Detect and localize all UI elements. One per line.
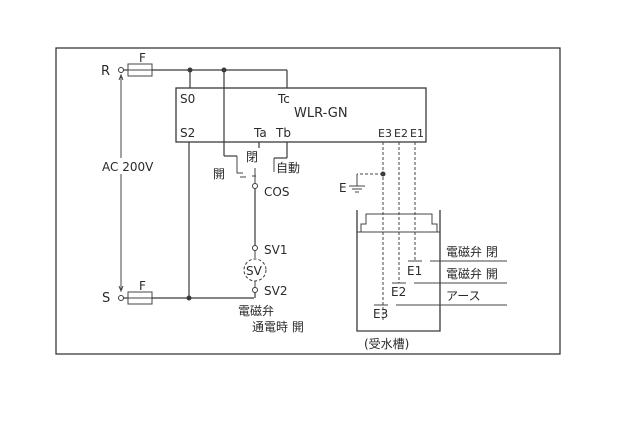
terminal-r (118, 67, 124, 73)
tank-body (356, 210, 441, 332)
fuse-bottom: F (127, 279, 153, 305)
electrode-e1-function: 電磁弁 閉 (446, 244, 498, 259)
controller-model: WLR-GN (294, 106, 348, 121)
cos-switch: 開 閉 自動 COS (213, 70, 300, 199)
switch-open-label: 開 (213, 167, 225, 181)
voltage-label: AC 200V (102, 160, 154, 174)
terminal-ta: Ta (253, 126, 267, 140)
fuse-top-label: F (139, 51, 146, 65)
switch-name: COS (264, 185, 289, 199)
terminal-e2: E2 (394, 127, 408, 140)
cos-common-terminal (252, 183, 258, 189)
sv2-label: SV2 (264, 284, 287, 298)
fuse-bottom-label: F (139, 279, 146, 293)
electrode-e3-label: E3 (373, 307, 388, 321)
terminal-s0: S0 (180, 92, 195, 106)
valve-symbol: SV (246, 264, 263, 278)
controller-box (175, 87, 427, 143)
sv2-terminal (252, 287, 258, 293)
electrode-e2-label: E2 (391, 285, 406, 299)
solenoid-valve: SV1 SV SV2 電磁弁 通電時 開 (238, 243, 304, 334)
line-r-label: R (101, 64, 110, 79)
diagram-frame (55, 47, 561, 355)
sv1-label: SV1 (264, 243, 287, 257)
switch-auto-label: 自動 (276, 161, 300, 175)
power-supply: R F AC 200V S F (100, 51, 287, 306)
electrode-e2-function: 電磁弁 開 (446, 266, 498, 281)
electrode-e3-function: アース (446, 289, 481, 303)
terminal-s2: S2 (180, 126, 195, 140)
switch-close-label: 閉 (246, 150, 258, 164)
water-tank: E1 E2 E3 電磁弁 閉 電磁弁 開 アース (受水槽) (356, 210, 507, 351)
sv1-terminal (252, 245, 258, 251)
terminal-e3: E3 (378, 127, 392, 140)
controller-wlr-gn: S0 Tc WLR-GN S2 Ta Tb E3 E2 E1 (175, 70, 427, 143)
terminal-tb: Tb (275, 126, 291, 140)
electrode-e1-label: E1 (407, 264, 422, 278)
tank-caption: (受水槽) (364, 337, 409, 351)
valve-caption-1: 電磁弁 (238, 303, 274, 318)
terminal-tc: Tc (277, 92, 290, 106)
fuse-top: F (127, 51, 153, 77)
ground-label: E (339, 181, 347, 195)
electrode-holder (360, 213, 438, 232)
line-s-label: S (102, 291, 110, 306)
terminal-s (118, 295, 124, 301)
terminal-e1: E1 (410, 127, 424, 140)
valve-caption-2: 通電時 開 (252, 320, 304, 334)
